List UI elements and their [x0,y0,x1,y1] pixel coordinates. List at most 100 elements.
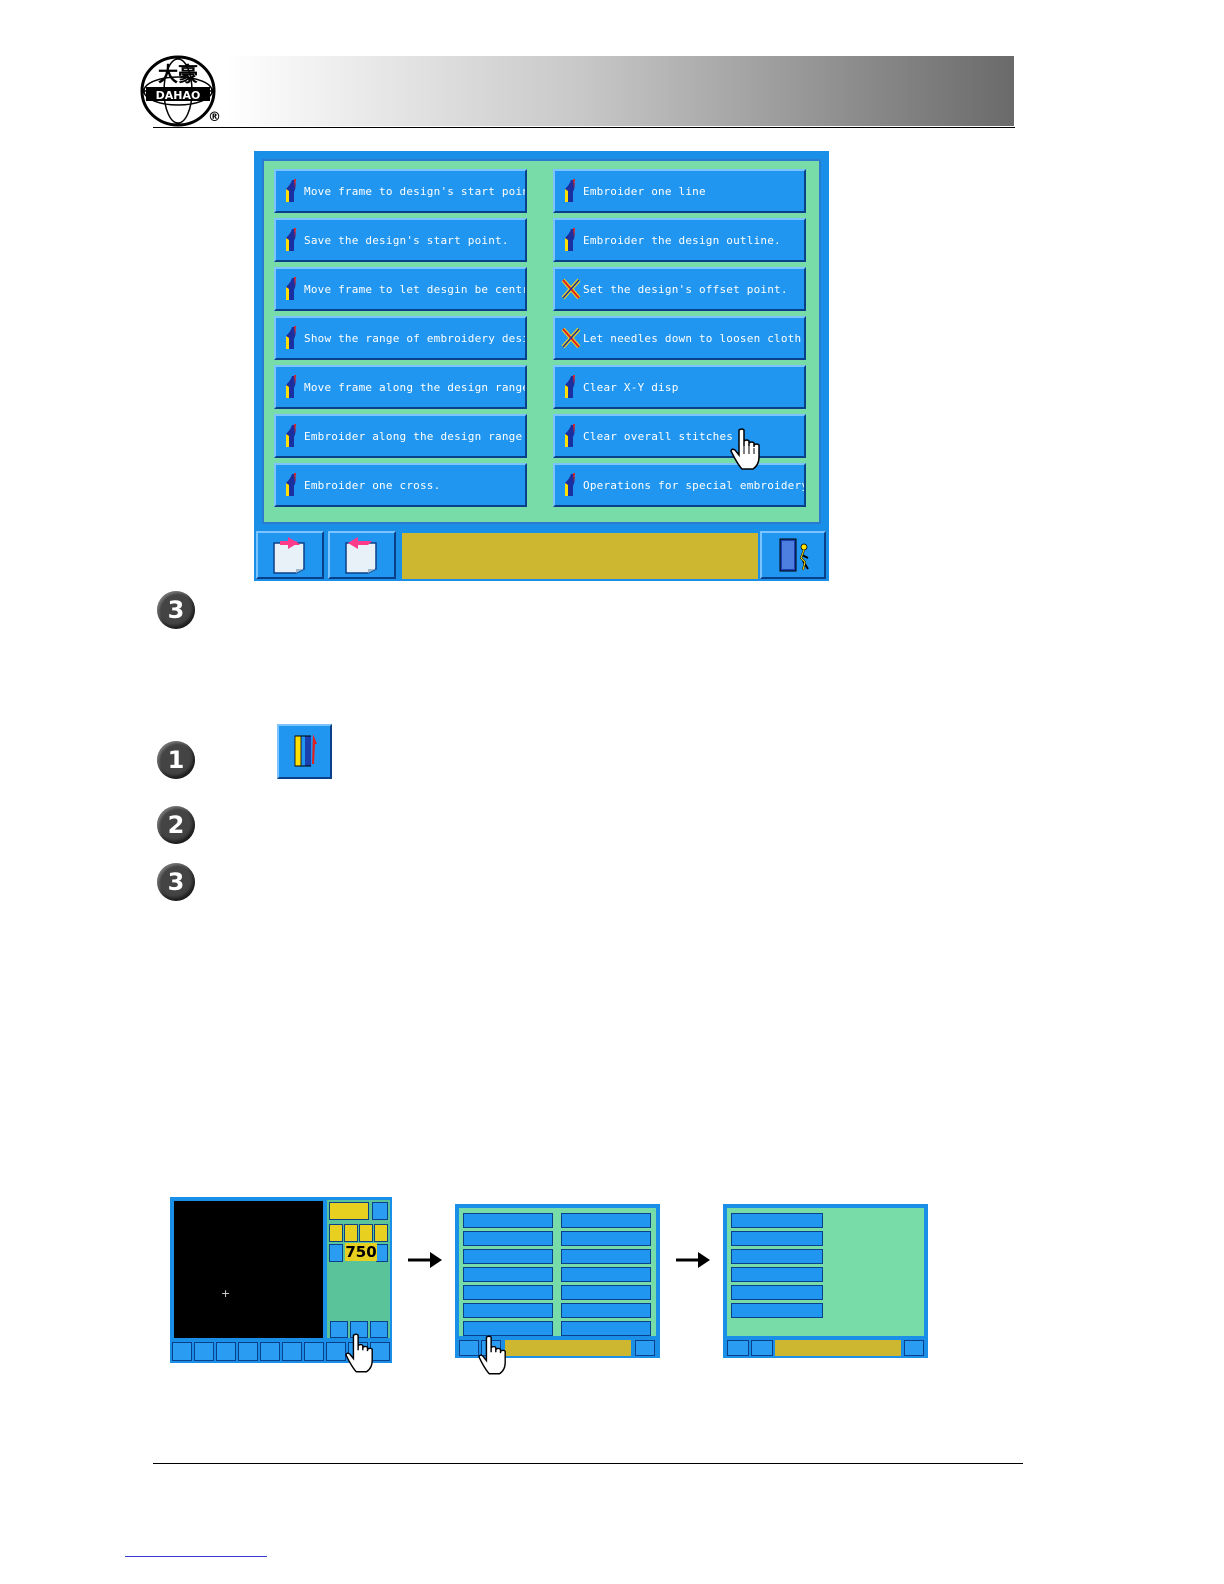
mini-tool-button[interactable] [238,1342,258,1361]
mini-menu-item[interactable] [731,1249,823,1264]
menu-item-label: Move frame to let desgin be central [304,282,527,296]
mini-menu-item[interactable] [561,1231,651,1246]
page-back-icon [273,537,305,574]
mini-menu-item[interactable] [561,1267,651,1282]
page-forward-icon [345,537,377,574]
mini-exit-button[interactable] [904,1340,924,1356]
menu-item-label: Operations for special embroidery [583,478,806,492]
mini-icon[interactable] [359,1224,373,1242]
status-message-field [402,533,758,579]
menu-item-button[interactable]: Show the range of embroidery design [274,316,527,360]
needle-icon [286,424,296,447]
needle-icon [565,179,575,202]
mini-status-field [775,1340,901,1356]
mini-menu-item[interactable] [731,1267,823,1282]
menu-item-button[interactable]: Operations for special embroidery [553,463,806,507]
mini-status-field [505,1340,631,1356]
mini-tool-button[interactable] [260,1342,280,1361]
exit-button[interactable] [760,531,826,579]
mini-menu-item[interactable] [561,1249,651,1264]
menu-item-button[interactable]: Embroider the design outline. [553,218,806,262]
mini-menu-item[interactable] [561,1285,651,1300]
menu-item-label: Embroider one cross. [304,478,441,492]
mini-menu-panel [459,1208,656,1336]
mini-tool-button[interactable] [172,1342,192,1361]
mini-menu-item[interactable] [731,1213,823,1228]
menu-item-button[interactable]: Let needles down to loosen cloth [553,316,806,360]
mini-tool-button[interactable] [304,1342,324,1361]
menu-item-label: Clear overall stitches [583,429,734,443]
mini-menu-item[interactable] [561,1213,651,1228]
assistant-operation-button[interactable] [277,724,332,779]
mini-menu-item[interactable] [463,1285,553,1300]
needle-icon [286,473,296,496]
menu-item-label: Show the range of embroidery design [304,331,527,345]
menu-item-button[interactable]: Move frame to design's start point. [274,169,527,213]
hand-cursor-icon [345,1333,373,1373]
menu-item-button[interactable]: Embroider one line [553,169,806,213]
menu-item-button[interactable]: Move frame along the design range [274,365,527,409]
mini-icon[interactable] [329,1224,343,1242]
up-arrow-icon[interactable] [376,1244,388,1262]
mini-tool-button[interactable] [216,1342,236,1361]
mini-menu-item[interactable] [731,1285,823,1300]
mini-menu-item[interactable] [561,1303,651,1318]
thumbnail-main-screen: + 750 [170,1197,392,1363]
header-rule [153,127,1015,128]
crossed-needle-icon [561,278,581,300]
footer-link-underline [125,1556,267,1557]
mini-menu-item[interactable] [463,1231,553,1246]
design-preview-area: + [174,1201,323,1338]
page-forward-button[interactable] [328,531,396,579]
mini-tool-button[interactable] [330,1321,348,1338]
mini-menu-item[interactable] [561,1321,651,1336]
mini-icon[interactable] [344,1224,358,1242]
needle-icon [565,424,575,447]
mini-menu-item[interactable] [463,1249,553,1264]
arrow-right-icon [676,1252,710,1268]
menu-item-button[interactable]: Set the design's offset point. [553,267,806,311]
needle-icon [286,277,296,300]
registered-mark: ® [208,110,221,125]
menu-item-label: Embroider along the design range [304,429,523,443]
mini-exit-button[interactable] [635,1340,655,1356]
mini-page-forward-button[interactable] [751,1340,773,1356]
assistant-operations-screen: Move frame to design's start point. Save … [254,151,829,581]
help-icon[interactable] [372,1202,388,1220]
mini-menu-item[interactable] [463,1303,553,1318]
page-back-button[interactable] [256,531,324,579]
menu-item-button[interactable]: Move frame to let desgin be central [274,267,527,311]
speed-counter: 750 [345,1243,377,1261]
menu-item-button[interactable]: Clear X-Y disp [553,365,806,409]
hand-cursor-icon [730,428,760,470]
mini-tool-button[interactable] [194,1342,214,1361]
mini-menu-item[interactable] [463,1321,553,1336]
needle-icon [565,375,575,398]
mini-page-back-button[interactable] [459,1340,479,1356]
screen-toolbar [254,529,829,581]
step-bullet: 2 [157,806,195,844]
menu-item-button[interactable]: Clear overall stitches [553,414,806,458]
menu-item-label: Embroider one line [583,184,706,198]
down-arrow-icon[interactable] [329,1244,343,1262]
mini-menu-item[interactable] [463,1213,553,1228]
crossed-needle-icon [561,327,581,349]
menu-item-button[interactable]: Embroider along the design range [274,414,527,458]
arrow-right-icon [408,1252,442,1268]
mini-tool-button[interactable] [282,1342,302,1361]
menu-item-button[interactable]: Embroider one cross. [274,463,527,507]
mini-menu-item[interactable] [731,1231,823,1246]
menu-item-button[interactable]: Save the design's start point. [274,218,527,262]
mini-submenu-panel [727,1208,924,1336]
mini-tool-button[interactable] [350,1321,368,1338]
mini-tool-button[interactable] [370,1321,388,1338]
mini-tool-button[interactable] [326,1342,346,1361]
mini-menu-item[interactable] [731,1303,823,1318]
crosshair-icon: + [221,1287,231,1300]
mini-page-back-button[interactable] [727,1340,749,1356]
mini-icon[interactable] [374,1224,388,1242]
mini-menu-item[interactable] [463,1267,553,1282]
thumbnail-special-embroidery-screen [723,1204,928,1358]
menu-item-label: Clear X-Y disp [583,380,679,394]
info-panel [327,1200,390,1338]
